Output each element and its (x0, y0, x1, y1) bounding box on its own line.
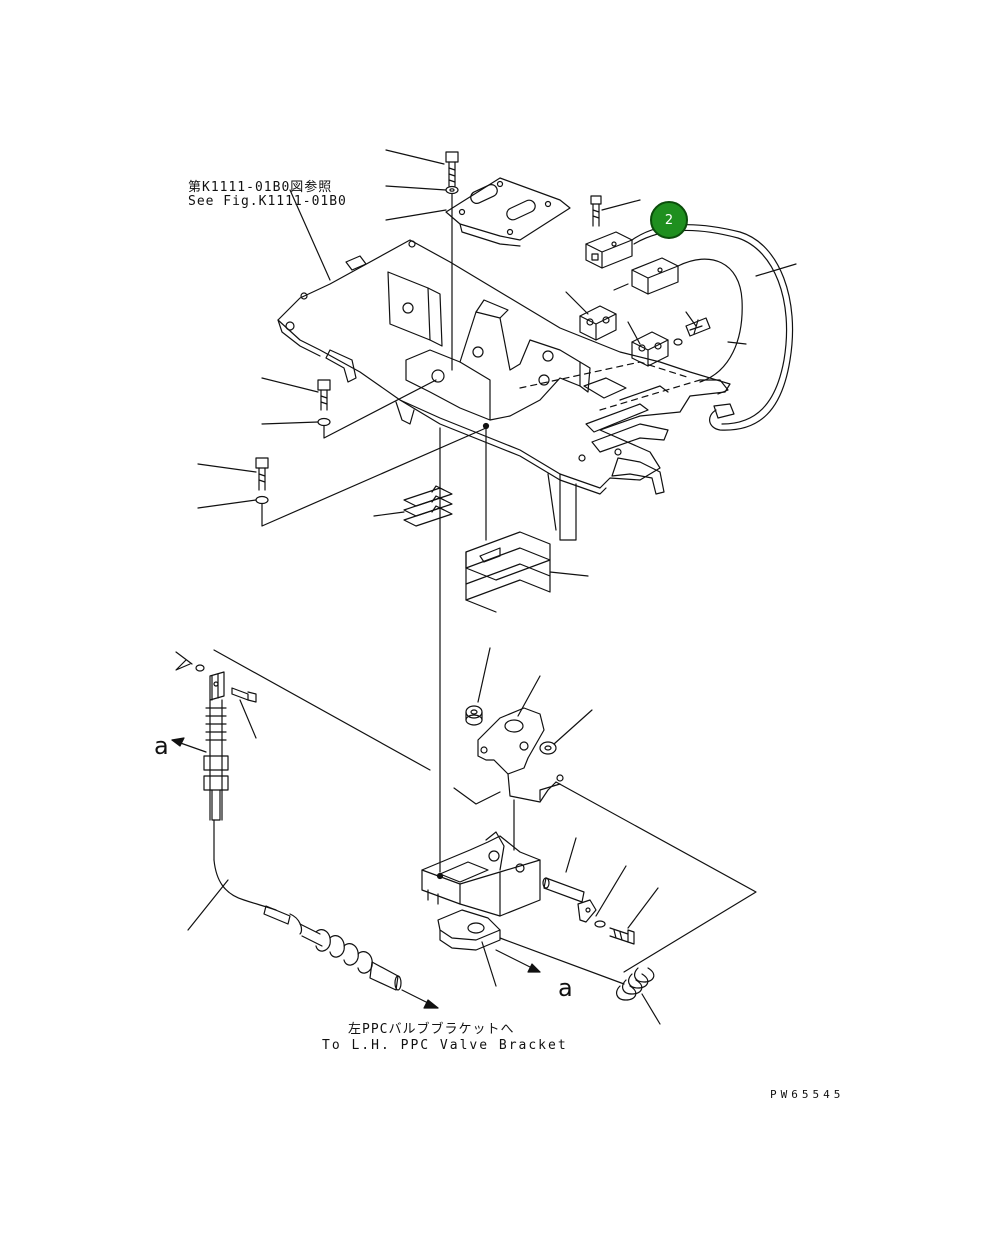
bolt-left-1 (317, 379, 331, 411)
part-callout-2[interactable]: 2 (650, 201, 688, 239)
limit-switch-2 (631, 257, 679, 295)
pin-plate (577, 899, 597, 923)
cover-plate (445, 177, 571, 247)
control-cable (213, 859, 402, 991)
washer-left-1 (317, 417, 331, 427)
pedal-bracket (421, 799, 541, 917)
clevis-and-pin (209, 671, 257, 703)
left-bolt-guide-2 (261, 427, 487, 527)
cotter-pin-washer (195, 664, 205, 672)
arrow-to-ppc-valve (401, 989, 439, 1009)
grease-nipple (556, 774, 564, 782)
stopper-guide-line (499, 937, 625, 985)
cable-guide-line-1 (213, 649, 431, 771)
washer-side (673, 338, 683, 346)
leader-lines (175, 149, 797, 1025)
bolt-switch (590, 195, 602, 227)
washer-left-2 (255, 495, 269, 505)
arrow-mark-a-right: a (558, 974, 573, 1002)
washer-pin (594, 920, 606, 928)
lever-arm (453, 707, 557, 805)
left-bolt-guide-1 (323, 379, 437, 439)
destination-note-japanese: 左PPCバルブブラケットへ (348, 1022, 515, 1037)
pin (542, 877, 585, 903)
washer-top (445, 185, 459, 195)
shims-small (403, 485, 453, 527)
pedal-stopper (437, 909, 501, 951)
arrow-a-right (495, 949, 541, 973)
reference-note-japanese: 第K1111-01B0図参照 (188, 180, 333, 195)
bolt-left-2 (255, 457, 269, 491)
arrow-a-left (171, 737, 207, 753)
reference-note-english: See Fig.K1111-01B0 (188, 194, 347, 209)
lever-bushing-right (539, 741, 557, 755)
switch-spacer-blocks (579, 305, 669, 367)
shims-large (465, 531, 551, 613)
bolt-pin (609, 927, 635, 945)
spring-guide-line (555, 781, 757, 973)
bolt-side (685, 317, 711, 337)
drawing-number: PW65545 (770, 1088, 845, 1101)
return-spring (616, 967, 655, 1001)
cable-rod-end (203, 699, 229, 861)
main-frame-bracket (277, 239, 735, 541)
bolt-top (445, 151, 459, 187)
lever-bushing-left (465, 705, 483, 726)
wire-harness (631, 224, 794, 431)
destination-note-english: To L.H. PPC Valve Bracket (322, 1038, 568, 1053)
limit-switch-1 (585, 231, 633, 269)
lever-guide-line (539, 783, 561, 801)
arrow-mark-a-left: a (154, 732, 169, 760)
cotter-pin (175, 659, 191, 671)
